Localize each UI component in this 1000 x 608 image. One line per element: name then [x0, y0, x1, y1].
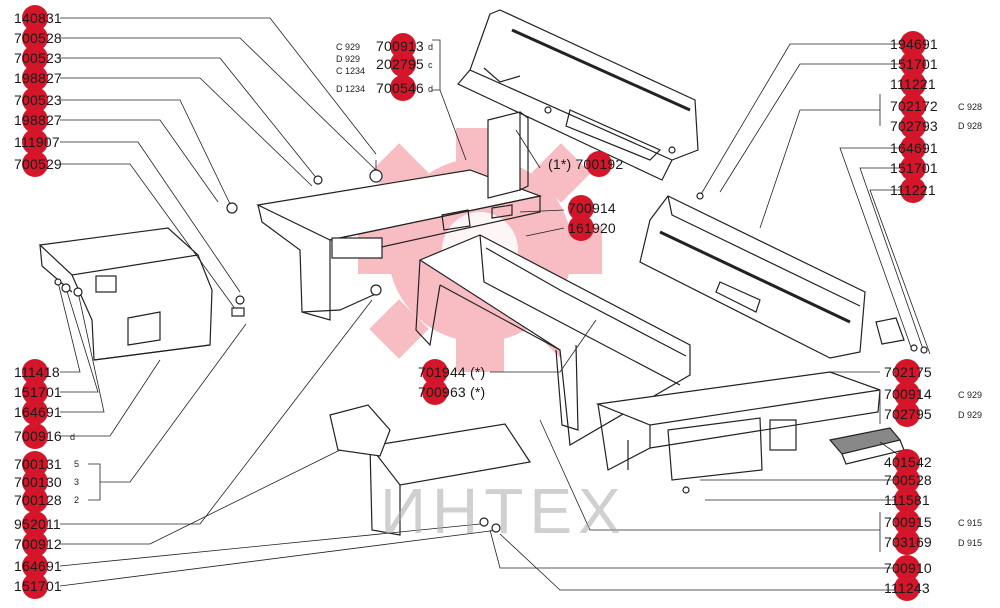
part-label: 700523: [14, 87, 62, 113]
label-suffix: 3: [74, 477, 80, 487]
model-label: C 928: [958, 102, 983, 112]
model-label: D 929: [336, 54, 361, 64]
part-label: 111243: [884, 575, 930, 601]
left-cover-box: [38, 227, 213, 361]
part-label: 700916: [14, 423, 62, 449]
label-suffix: d: [70, 432, 76, 442]
model-label: C 929: [336, 42, 361, 52]
part-label: 202795: [376, 51, 424, 77]
part-label: 198827: [14, 65, 62, 91]
model-label: D 1234: [336, 84, 366, 94]
part-label: 140831: [14, 5, 62, 31]
part-label: 111907: [14, 129, 60, 155]
part-label: 703169: [884, 529, 932, 555]
label-suffix: 5: [74, 459, 80, 469]
part-label: 700546: [376, 75, 424, 101]
right-table: [595, 371, 881, 481]
part-label: 702793: [890, 113, 938, 139]
part-label: 700963 (*): [418, 379, 485, 405]
part-label: 164691: [14, 553, 62, 579]
model-label: C 929: [958, 390, 983, 400]
bottom-cover: [368, 423, 532, 536]
part-label: 151701: [14, 573, 62, 599]
part-label: 111221: [890, 71, 936, 97]
part-label: 700529: [14, 151, 62, 177]
part-label: 700912: [14, 531, 62, 557]
label-suffix: c: [428, 60, 433, 70]
part-label: 702795: [884, 401, 932, 427]
model-label: C 915: [958, 518, 983, 528]
part-label: 161920: [568, 215, 616, 241]
part-label: 700523: [14, 45, 62, 71]
model-label: C 1234: [336, 66, 366, 76]
part-label: 111221: [890, 177, 936, 203]
label-suffix: d: [428, 42, 434, 52]
right-long-panel: [639, 195, 866, 359]
middle-frame: [415, 234, 691, 446]
angle-bar: [828, 427, 905, 465]
model-label: D 928: [958, 121, 983, 131]
part-label: 702175: [884, 359, 932, 385]
model-label: D 929: [958, 410, 983, 420]
upper-tray: [256, 169, 543, 321]
small-bracket: [329, 404, 391, 457]
part-label: 151701: [890, 155, 938, 181]
small-plate: [875, 317, 905, 345]
label-suffix: 2: [74, 495, 80, 505]
watermark-text: ИНТЕХ: [380, 475, 627, 547]
part-label: 700528: [14, 25, 62, 51]
top-right-panel: [457, 9, 699, 181]
part-label: 164691: [14, 399, 62, 425]
model-label: D 915: [958, 538, 983, 548]
part-label: 701944 (*): [418, 359, 485, 385]
fasteners: [54, 169, 928, 533]
part-label: 700914: [568, 195, 616, 221]
part-label: (1*) 700192: [548, 151, 623, 177]
part-label: 111581: [884, 487, 930, 513]
part-label: 700128: [14, 487, 62, 513]
part-label: 198827: [14, 107, 62, 133]
label-suffix: d: [428, 84, 434, 94]
part-label: 151701: [14, 379, 62, 405]
